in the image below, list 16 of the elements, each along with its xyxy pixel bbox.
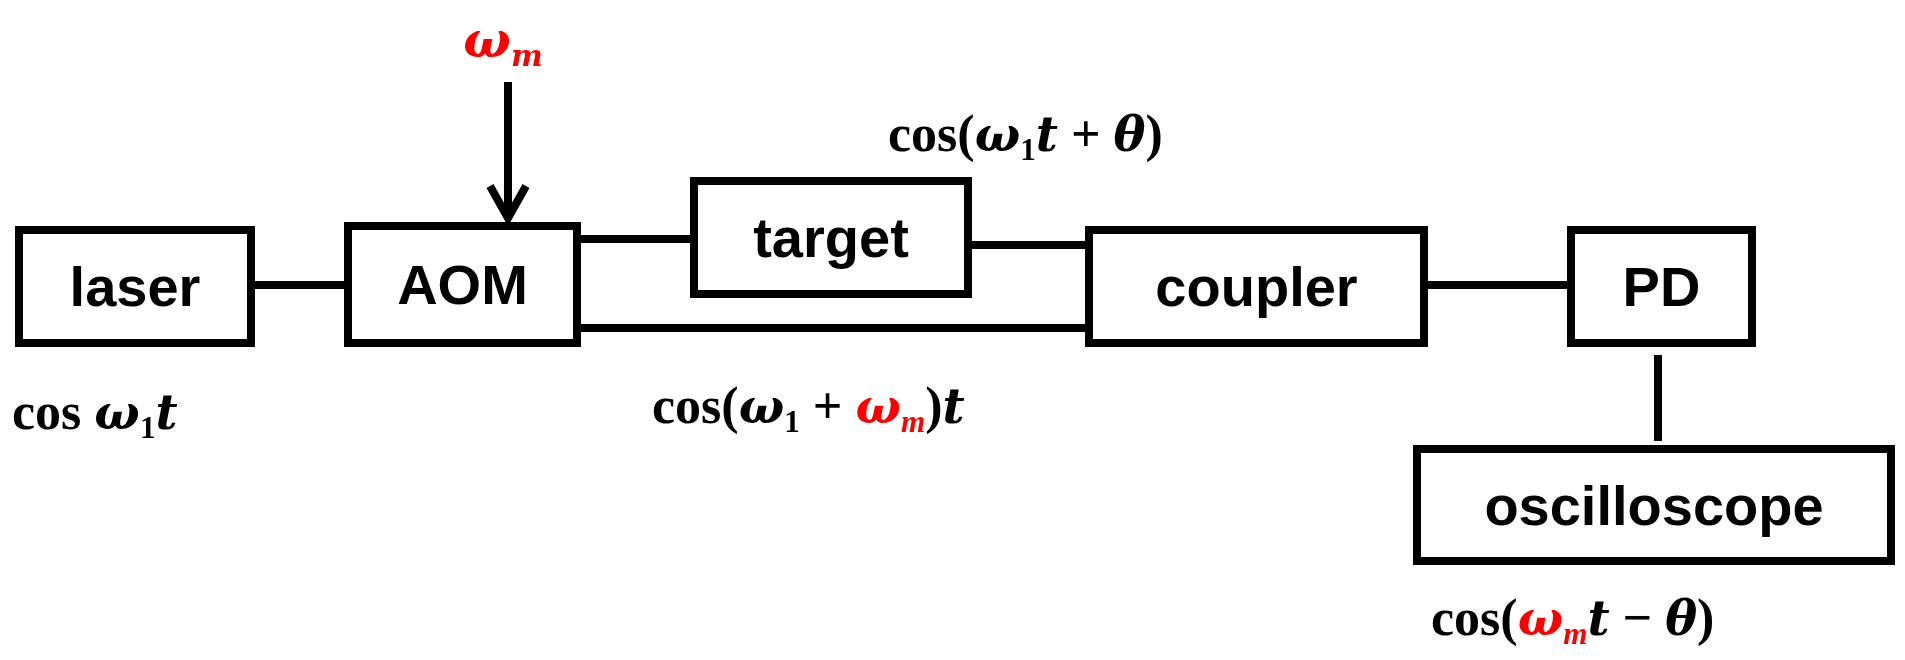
formula-label: cos ω$_{1}$t (12, 383, 178, 446)
process-box: target (690, 177, 972, 298)
symbol-label: ω$_{m}$ (441, 8, 565, 74)
connector-line (581, 324, 1085, 332)
process-box: oscilloscope (1413, 445, 1895, 565)
connector-line (581, 235, 690, 243)
formula-label: cos(ω$_{m}$t − θ) (1431, 589, 1715, 652)
formula-label: cos(ω$_{1}$t + θ) (888, 105, 1163, 168)
process-box: AOM (344, 222, 581, 347)
formula-label: cos(ω$_{1}$ + ω$_{m}$)t (652, 377, 965, 440)
connector-line (1428, 281, 1567, 289)
process-box: PD (1567, 226, 1756, 347)
connector-line (972, 241, 1085, 249)
connector-line (255, 281, 344, 289)
process-box: coupler (1085, 226, 1428, 347)
process-box: laser (15, 226, 255, 347)
